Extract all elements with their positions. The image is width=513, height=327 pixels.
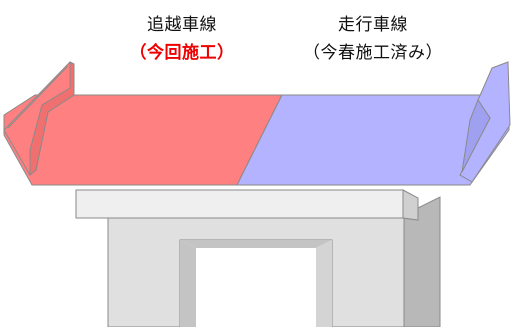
right-barrier-inner-face [461, 98, 491, 173]
left-lane-label: 追越車線 [147, 15, 217, 35]
right-lane-status-label: （今春施工済み） [303, 43, 443, 63]
left-barrier-inner-face [29, 61, 75, 177]
pier-arch-left-shadow [180, 240, 196, 327]
pier-cap-beam [75, 189, 419, 221]
left-barrier-top-line [7, 65, 69, 129]
left-lane-status-label: （今回施工） [129, 43, 235, 63]
right-lane-label: 走行車線 [338, 15, 408, 35]
cap-beam-side-face [402, 189, 419, 221]
bridge-pier [107, 196, 441, 327]
pier-arch-right-shadow [316, 240, 332, 327]
pier-front-face [107, 214, 405, 327]
cap-beam-front-face [75, 189, 404, 219]
pier-arch-top-shadow [180, 240, 332, 248]
